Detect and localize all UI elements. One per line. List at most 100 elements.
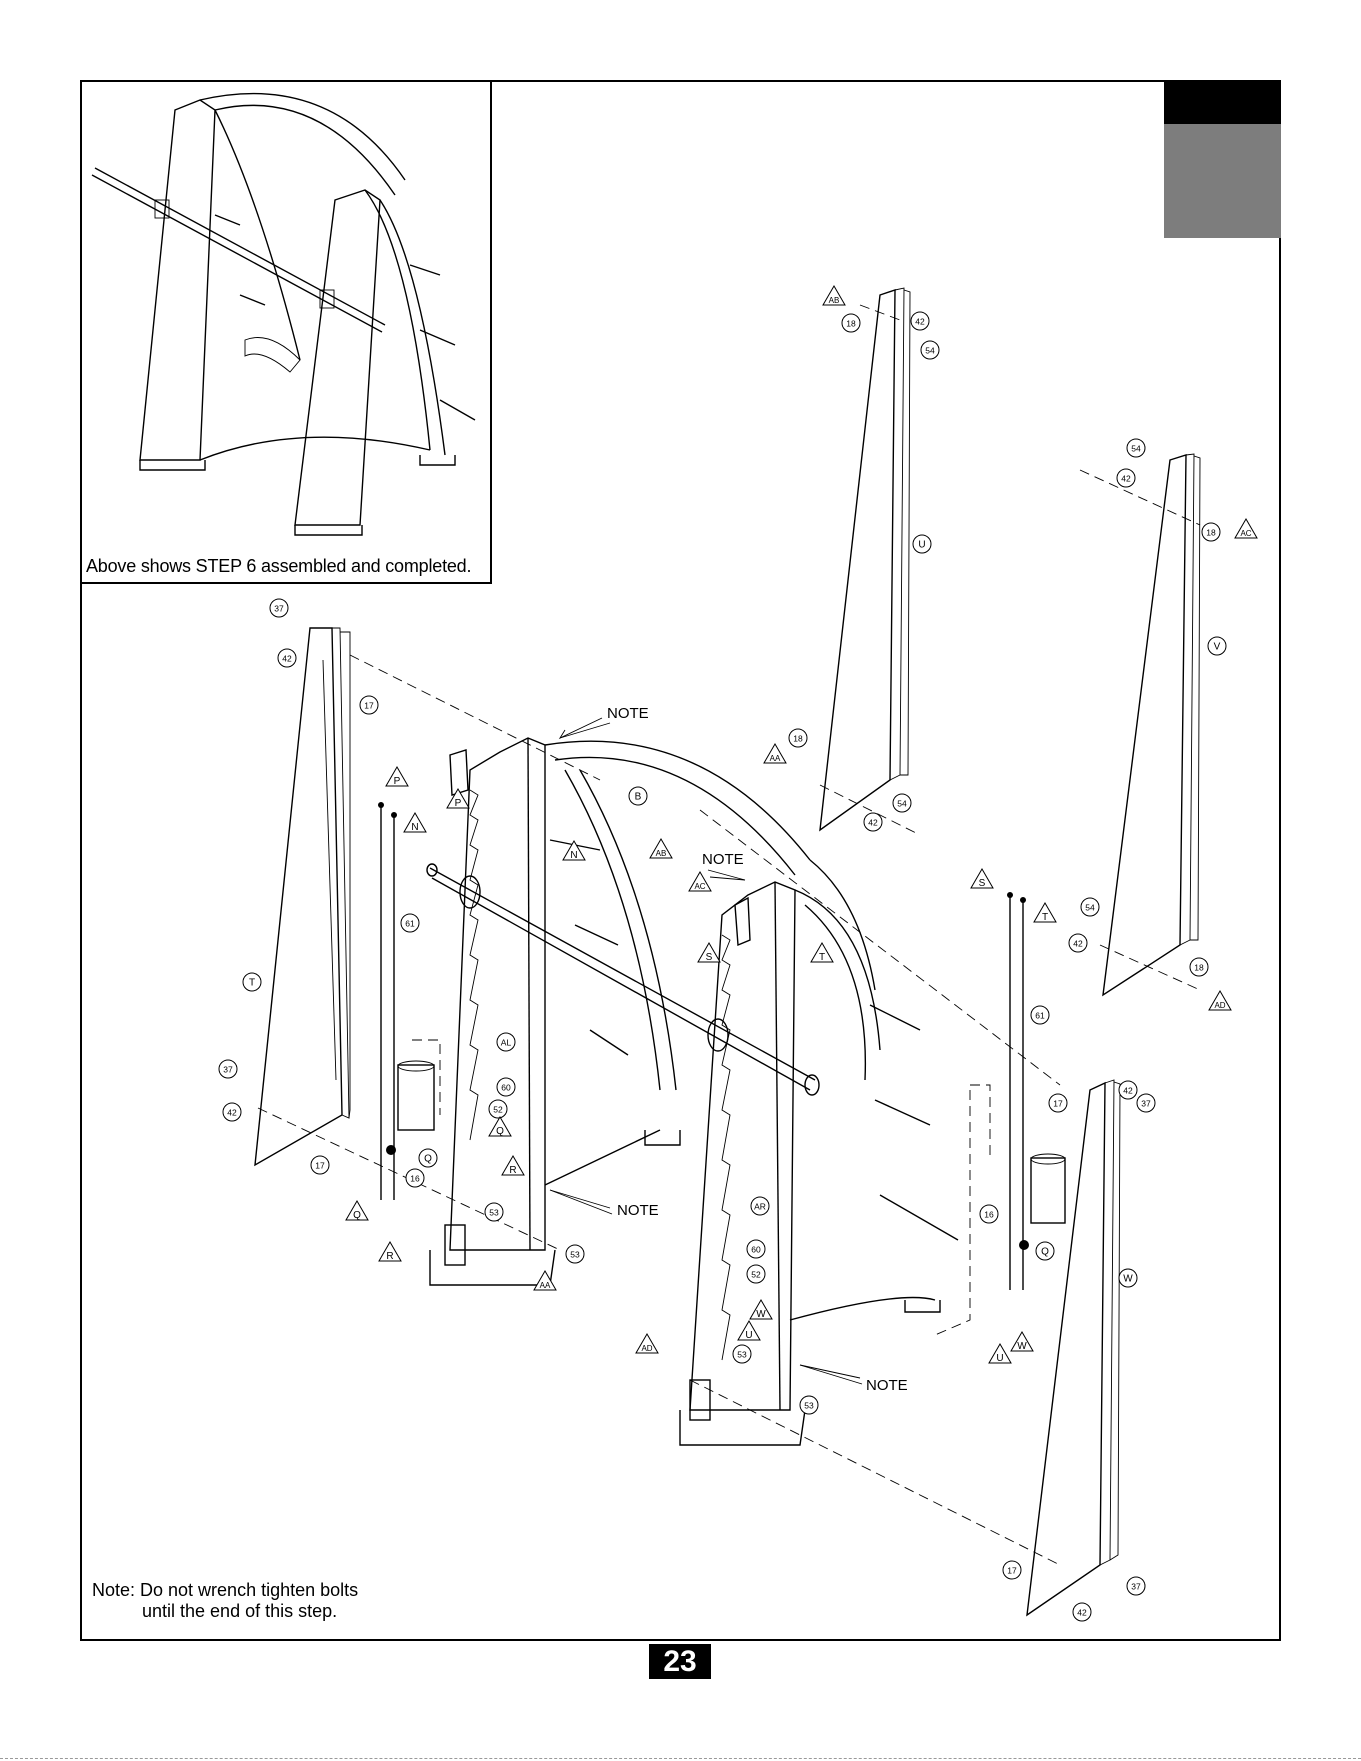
part-callout-42: 42 (1072, 1602, 1092, 1622)
svg-text:42: 42 (868, 818, 878, 828)
part-callout-t: T (242, 972, 262, 992)
svg-text:53: 53 (804, 1401, 814, 1411)
part-callout-54: 54 (892, 793, 912, 813)
svg-text:17: 17 (315, 1161, 325, 1171)
svg-text:N: N (570, 850, 577, 861)
svg-text:17: 17 (364, 701, 374, 711)
bottom-page-edge (0, 1758, 1361, 1760)
svg-text:52: 52 (493, 1105, 503, 1115)
svg-text:42: 42 (1123, 1086, 1133, 1096)
svg-text:16: 16 (984, 1210, 994, 1220)
svg-text:T: T (1042, 912, 1048, 923)
svg-text:W: W (1017, 1341, 1027, 1352)
panel-w (1026, 1079, 1121, 1617)
svg-text:S: S (706, 952, 713, 963)
cable-left (378, 802, 435, 1200)
svg-text:Q: Q (496, 1126, 504, 1137)
part-callout-17: 17 (310, 1155, 330, 1175)
part-callout-q: Q (418, 1148, 438, 1168)
part-callout-52: 52 (746, 1264, 766, 1284)
section-tab-gray (1164, 124, 1281, 238)
part-triangle-ad: AD (635, 1333, 659, 1354)
barbell (426, 863, 820, 1096)
part-triangle-s: S (697, 942, 721, 963)
part-triangle-s: S (970, 868, 994, 889)
svg-text:53: 53 (570, 1250, 580, 1260)
part-callout-18: 18 (841, 313, 861, 333)
part-callout-54: 54 (1080, 897, 1100, 917)
part-triangle-r: R (501, 1155, 525, 1176)
part-triangle-aa: AA (763, 743, 787, 764)
part-triangle-ab: AB (649, 838, 673, 859)
svg-text:N: N (411, 822, 418, 833)
part-callout-42: 42 (1116, 468, 1136, 488)
part-callout-ar: AR (750, 1196, 770, 1216)
part-triangle-u: U (737, 1320, 761, 1341)
part-triangle-n: N (403, 812, 427, 833)
part-triangle-q: Q (488, 1116, 512, 1137)
part-triangle-p: P (446, 788, 470, 809)
part-callout-16: 16 (979, 1204, 999, 1224)
svg-text:60: 60 (751, 1245, 761, 1255)
note-leaders (549, 717, 863, 1385)
part-callout-61: 61 (1030, 1005, 1050, 1025)
svg-text:Q: Q (1041, 1247, 1049, 1258)
part-callout-17: 17 (359, 695, 379, 715)
panel-t-left (254, 627, 351, 1167)
part-callout-52: 52 (488, 1099, 508, 1119)
note-label-top: NOTE (607, 705, 649, 722)
svg-text:AA: AA (770, 754, 781, 763)
part-callout-61: 61 (400, 913, 420, 933)
svg-text:60: 60 (501, 1083, 511, 1093)
svg-text:AB: AB (656, 849, 667, 858)
part-callout-54: 54 (1126, 438, 1146, 458)
svg-text:AD: AD (641, 1344, 652, 1353)
part-triangle-ab: AB (822, 285, 846, 306)
left-upright-frame (429, 737, 811, 1286)
part-triangle-aa: AA (533, 1270, 557, 1291)
part-callout-17: 17 (1002, 1560, 1022, 1580)
right-upright-frame (644, 859, 959, 1446)
part-callout-v: V (1207, 636, 1227, 656)
part-triangle-r: R (378, 1241, 402, 1262)
part-triangle-p: P (385, 766, 409, 787)
svg-text:AC: AC (1240, 529, 1251, 538)
svg-text:54: 54 (897, 799, 907, 809)
part-callout-42: 42 (222, 1102, 242, 1122)
svg-text:61: 61 (405, 919, 415, 929)
svg-text:U: U (996, 1353, 1003, 1364)
page-frame (80, 80, 1281, 1641)
part-callout-u: U (912, 534, 932, 554)
part-callout-53: 53 (484, 1202, 504, 1222)
svg-text:R: R (509, 1165, 516, 1176)
svg-text:AD: AD (1214, 1001, 1225, 1010)
svg-text:P: P (394, 776, 401, 787)
svg-text:W: W (1123, 1274, 1133, 1285)
svg-text:53: 53 (737, 1350, 747, 1360)
svg-text:V: V (1214, 642, 1221, 653)
svg-text:T: T (819, 952, 825, 963)
part-callouts: 374217374217T61Q1660525353BALAR605253531… (218, 311, 1227, 1622)
svg-text:54: 54 (1131, 444, 1141, 454)
svg-text:U: U (745, 1330, 752, 1341)
panel-u (819, 287, 911, 832)
svg-text:R: R (386, 1251, 393, 1262)
part-callout-60: 60 (746, 1239, 766, 1259)
part-callout-37: 37 (1136, 1093, 1156, 1113)
svg-text:AL: AL (501, 1038, 512, 1048)
note-label-middle: NOTE (702, 851, 744, 868)
assembly-note-line1: Note: Do not wrench tighten bolts (92, 1580, 359, 1600)
svg-text:54: 54 (925, 346, 935, 356)
part-callout-b: B (628, 786, 648, 806)
part-triangle-ac: AC (688, 871, 712, 892)
part-callout-42: 42 (1118, 1080, 1138, 1100)
assembly-note-line2: until the end of this step. (142, 1601, 338, 1621)
assembly-note: Note: Do not wrench tighten bolts until … (92, 1580, 358, 1622)
part-callout-42: 42 (277, 648, 297, 668)
part-callout-53: 53 (799, 1395, 819, 1415)
svg-text:18: 18 (1194, 963, 1204, 973)
svg-text:54: 54 (1085, 903, 1095, 913)
svg-text:42: 42 (915, 317, 925, 327)
svg-text:42: 42 (1077, 1608, 1087, 1618)
svg-text:37: 37 (1131, 1582, 1141, 1592)
